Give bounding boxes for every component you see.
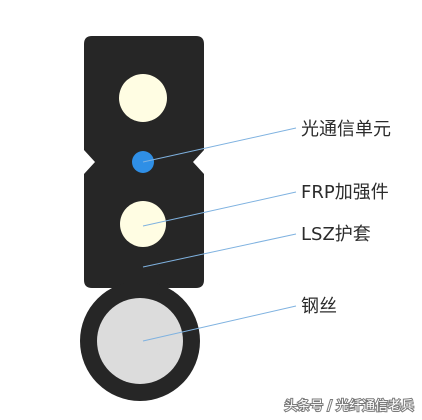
label-steel-wire: 钢丝 (301, 296, 337, 317)
label-frp: FRP加强件 (301, 182, 389, 203)
leader-line-lsz-sheath (142, 233, 297, 268)
upper-fiber (119, 74, 167, 122)
watermark: 头条号 / 光纤通信老兵 (284, 398, 414, 414)
lower-fiber-frp (120, 201, 166, 247)
leader-line-frp (142, 191, 297, 227)
label-optical-unit: 光通信单元 (301, 119, 391, 140)
label-lsz-sheath: LSZ护套 (301, 224, 371, 245)
leader-line-optical-unit (142, 127, 297, 163)
leader-line-steel-wire (142, 305, 297, 342)
steel-wire (97, 298, 183, 384)
